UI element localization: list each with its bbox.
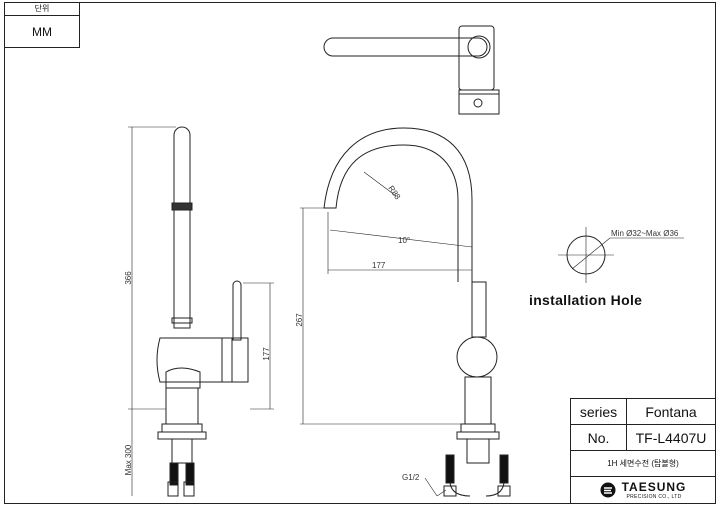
number-value: TF-L4407U [635,429,707,446]
dim-handle-height: 177 [262,347,271,361]
unit-box: 단위 MM [4,2,80,48]
company-logo: TAESUNG PRECISION CO., LTD [571,477,715,503]
series-key: series [571,399,627,424]
dim-spout-height: 267 [295,313,304,327]
brand-subtitle: PRECISION CO., LTD [626,494,682,500]
unit-label: 단위 [5,3,79,16]
dim-max-hose: Max 300 [124,444,133,475]
dim-angle: 10° [398,236,410,245]
side-view-faucet [156,126,249,497]
brand-name: TAESUNG [621,480,687,494]
front-view-dimension-lines [300,171,473,497]
series-value: Fontana [645,403,697,420]
dim-thread: G1/2 [402,473,420,482]
dim-total-height: 366 [124,271,133,285]
product-description: 1H 세면수전 (탑볼형) [571,451,715,477]
title-block: series Fontana No. TF-L4407U 1H 세면수전 (탑볼… [570,398,716,504]
drawing-frame [4,2,716,504]
title-row-series: series Fontana [571,399,715,425]
hole-diameter-label: Min Ø32~Max Ø36 [611,229,679,238]
dim-reach: 177 [372,261,386,270]
side-view-dimension-lines [128,126,274,496]
unit-value: MM [32,25,52,39]
installation-hole-symbol [558,227,684,283]
title-row-number: No. TF-L4407U [571,425,715,451]
dim-radius: R88 [386,184,402,202]
taesung-logo-icon [600,482,616,498]
front-view-faucet [323,127,511,497]
installation-hole-label: installation Hole [529,292,643,308]
number-key: No. [571,425,627,450]
top-view-faucet [323,25,500,115]
